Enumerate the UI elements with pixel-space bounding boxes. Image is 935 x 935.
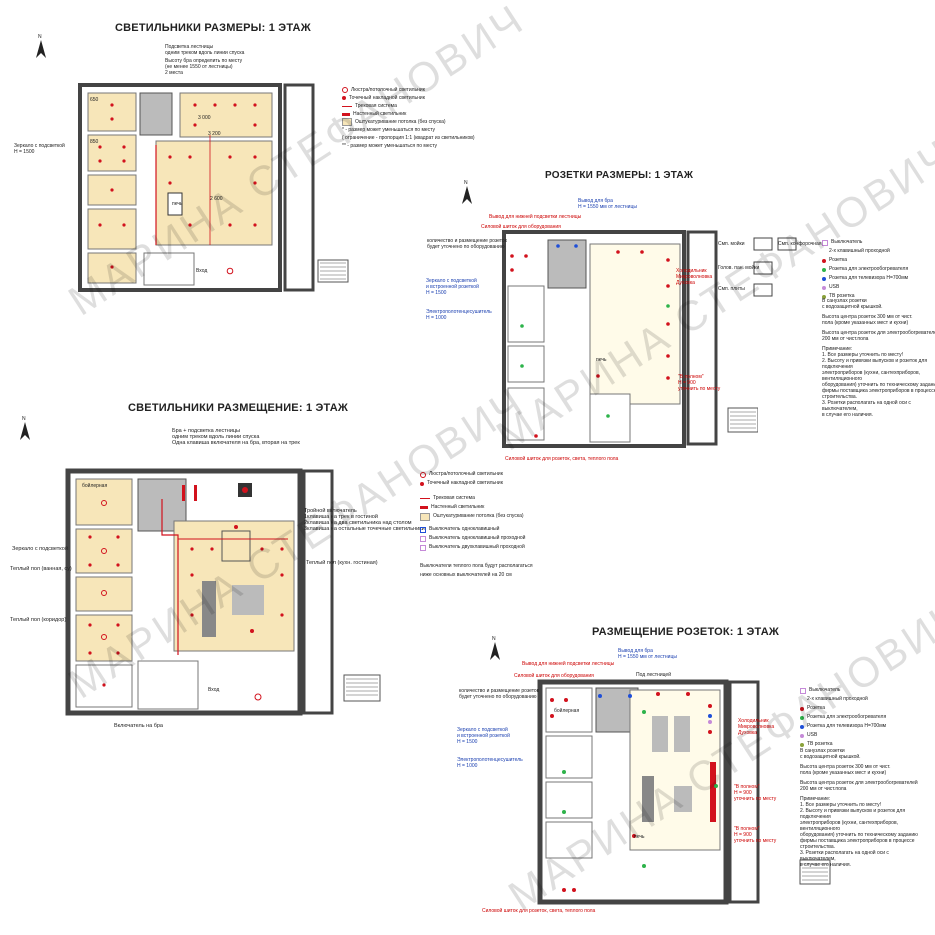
- note-mirror: Зеркало с подсветкой Н = 1500: [14, 143, 65, 155]
- note-under-stairs: Под лестницей: [636, 672, 671, 678]
- note-warm-kitchen: Теплый пол (кухн. гостиная): [306, 560, 378, 566]
- label-sink: Смп. мойки: [718, 241, 745, 247]
- note-stairs-outlet: Вывод для нижней подсветки лестницы: [489, 214, 582, 220]
- note-bra-switch: Включатель на бра: [114, 723, 163, 729]
- plan-lights-sizes: 3 000 3 200 2 600 печь Вход 650 850: [78, 83, 349, 292]
- svg-text:N: N: [492, 636, 496, 642]
- svg-text:2 600: 2 600: [210, 196, 223, 202]
- title-lights-sizes: СВЕТИЛЬНИКИ РАЗМЕРЫ: 1 ЭТАЖ: [115, 22, 311, 34]
- tv-antenna-icon: [822, 294, 826, 299]
- note-underfloor-2: Силовой шиток для розеток, света, теплог…: [482, 908, 596, 914]
- lights-legend-placement: Люстра/потолочный светильник Точечный на…: [420, 471, 533, 578]
- plan-sockets-sizes: печь: [502, 230, 758, 448]
- svg-text:850: 850: [90, 139, 99, 145]
- title-sockets-placement: РАЗМЕЩЕНИЕ РОЗЕТОК: 1 ЭТАЖ: [592, 626, 780, 638]
- svg-text:N: N: [38, 34, 42, 40]
- note-warm-corr: Теплый пол (коридор): [10, 617, 67, 623]
- sockets-legend-top: Выключатель 2-х клавишный проходной Розе…: [822, 238, 908, 301]
- usb-icon: [822, 285, 826, 290]
- note-underfloor: Силовой шиток для розеток, света, теплог…: [505, 456, 619, 462]
- north-arrow-icon: N: [36, 34, 46, 58]
- title-lights-placement: СВЕТИЛЬНИКИ РАЗМЕЩЕНИЕ: 1 ЭТАЖ: [128, 402, 349, 414]
- north-arrow-icon: N: [462, 180, 472, 204]
- note-warm-bath: Теплый пол (ванная, су): [10, 566, 72, 572]
- switch-two-icon: [420, 544, 426, 551]
- label-tv-panel: Голов. пан. мойки: [718, 265, 760, 271]
- svg-text:бойлерная: бойлерная: [554, 707, 579, 714]
- note-boiler-shield: Силовой шиток для оборудования: [481, 224, 561, 230]
- plan-sockets-placement: бойлерная печь: [537, 679, 831, 905]
- label-oven-panel: Смп. плиты: [718, 286, 745, 292]
- note-stairs-outlet-2: Вывод для нижней подсветки лестницы: [522, 661, 615, 667]
- svg-text:3 200: 3 200: [208, 131, 221, 137]
- note-mirror-placement: Зеркало с подсветкой: [12, 546, 68, 552]
- svg-text:650: 650: [90, 97, 99, 103]
- dot-icon: [342, 96, 346, 100]
- appliance-icons: [753, 237, 797, 297]
- label-cooktop: Смп. конфорочная: [778, 241, 822, 247]
- svg-text:печь: печь: [596, 357, 607, 363]
- north-arrow-icon: N: [20, 416, 30, 440]
- switch-icon: [822, 239, 828, 246]
- svg-text:N: N: [22, 416, 26, 422]
- socket-icon: [822, 258, 826, 263]
- svg-text:Вход: Вход: [208, 687, 219, 693]
- ring-icon: [342, 87, 348, 93]
- lights-legend-top: Люстра/потолочный светильник Точечный на…: [342, 87, 475, 149]
- wall-light-icon: [342, 112, 350, 116]
- plan-lights-placement: бойлерная Вход: [65, 468, 381, 716]
- tv-socket-icon: [822, 276, 826, 281]
- north-arrow-icon: N: [490, 636, 500, 660]
- switch-pass-icon: [420, 535, 426, 542]
- sockets-legend-bottom: Выключатель 2-х клавишный проходной Розе…: [800, 686, 886, 749]
- svg-text:печь: печь: [172, 201, 183, 207]
- note-stairs-light: Подсветка лестницы одним треком вдоль ли…: [165, 44, 245, 76]
- title-sockets-sizes: РОЗЕТКИ РАЗМЕРЫ: 1 ЭТАЖ: [545, 170, 694, 181]
- switch-icon: [420, 526, 426, 533]
- svg-text:бойлерная: бойлерная: [82, 482, 107, 489]
- note-boiler-shield-2: Силовой шиток для оборудования: [514, 673, 594, 679]
- heater-socket-icon: [822, 267, 826, 272]
- svg-text:N: N: [464, 180, 468, 186]
- svg-text:печь: печь: [634, 834, 645, 840]
- track-icon: [342, 105, 352, 107]
- plaster-icon: [342, 118, 352, 126]
- svg-text:Вход: Вход: [196, 268, 207, 274]
- svg-text:3 000: 3 000: [198, 115, 211, 121]
